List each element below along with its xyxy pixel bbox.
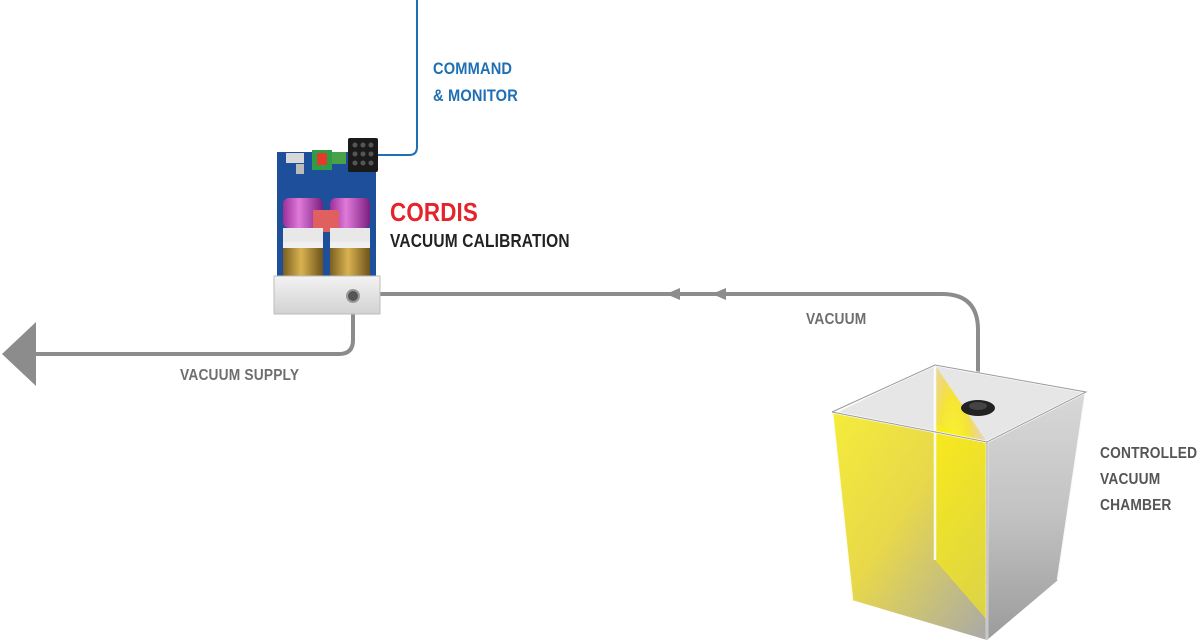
vacuum-chamber — [830, 363, 1090, 640]
vacuum-label: VACUUM — [806, 311, 867, 328]
vacuum-supply-line — [34, 296, 355, 356]
command-monitor-cable — [360, 0, 418, 156]
command-monitor-label: COMMAND & MONITOR — [433, 55, 518, 109]
chamber-inner-glow — [935, 425, 987, 620]
sensor-left-base — [283, 248, 323, 280]
device-port — [346, 289, 360, 303]
chamber-label-line1: CONTROLLED — [1100, 445, 1198, 462]
vacuum-supply-label: VACUUM SUPPLY — [180, 367, 300, 384]
device-base-block — [273, 275, 381, 315]
product-subtitle: VACUUM CALIBRATION — [390, 231, 570, 251]
cordis-device — [273, 138, 381, 315]
chamber-right-face — [987, 392, 1086, 640]
vacuum-line — [380, 292, 980, 400]
vacuum-supply-arrow — [2, 322, 36, 386]
vacuum-flow-arrow-2 — [712, 288, 726, 300]
product-brand: CORDIS — [390, 197, 479, 227]
chamber-label-line2: VACUUM — [1100, 471, 1161, 488]
vacuum-flow-arrow-1 — [666, 288, 680, 300]
chamber-label: CONTROLLED VACUUM CHAMBER — [1100, 441, 1197, 519]
sensor-right-body — [330, 198, 370, 228]
command-label-line2: & MONITOR — [433, 86, 518, 105]
command-label-line1: COMMAND — [433, 59, 513, 78]
sensor-right-base — [330, 248, 370, 280]
chamber-label-line3: CHAMBER — [1100, 497, 1172, 514]
